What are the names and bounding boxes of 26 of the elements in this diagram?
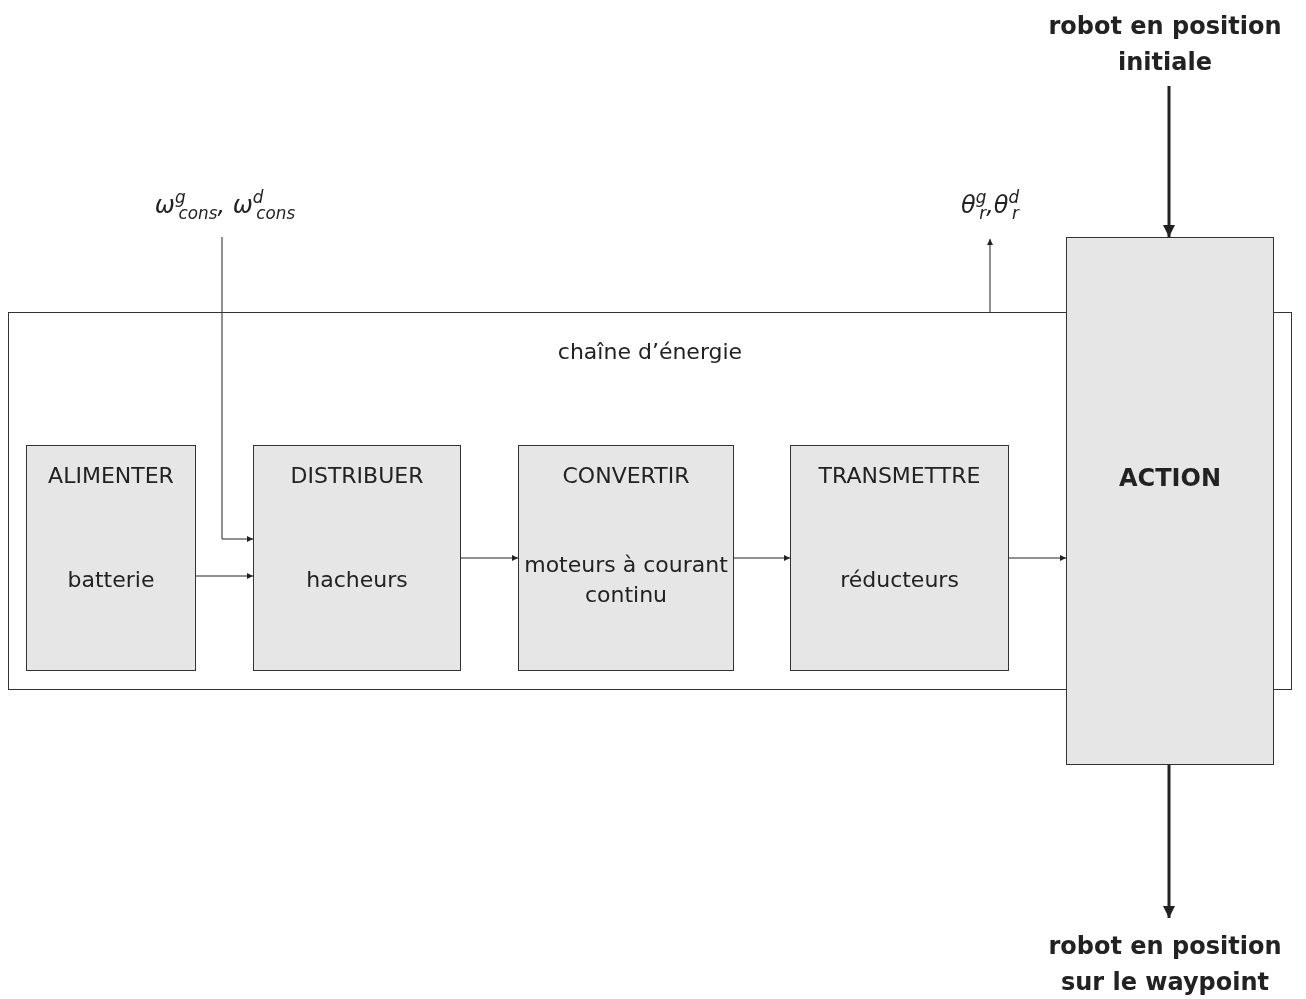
arrow — [987, 238, 993, 313]
function-title: DISTRIBUER — [290, 462, 424, 490]
function-title: CONVERTIR — [562, 462, 690, 490]
arrow — [1008, 555, 1067, 561]
io-label: robot en position initiale — [1025, 6, 1305, 82]
function-body: moteurs à courant continu — [523, 551, 729, 609]
arrow — [221, 236, 254, 542]
action-title: ACTION — [1119, 463, 1221, 494]
arrow — [195, 573, 254, 579]
function-body: hacheurs — [306, 565, 408, 594]
function-box — [26, 445, 196, 671]
arrow — [733, 555, 791, 561]
io-label: robot en position sur le waypoint — [1025, 926, 1305, 999]
function-box — [518, 445, 734, 671]
arrow — [1163, 765, 1175, 918]
function-box — [790, 445, 1009, 671]
group-title: chaîne d’énergie — [556, 338, 744, 366]
function-body: batterie — [67, 565, 155, 594]
function-body: réducteurs — [840, 565, 959, 594]
function-title: TRANSMETTRE — [818, 462, 981, 490]
function-title: ALIMENTER — [48, 462, 174, 490]
action-box — [1066, 237, 1274, 765]
function-box — [253, 445, 461, 671]
arrow — [1163, 86, 1175, 237]
arrow — [460, 555, 519, 561]
group-box — [8, 312, 1292, 690]
